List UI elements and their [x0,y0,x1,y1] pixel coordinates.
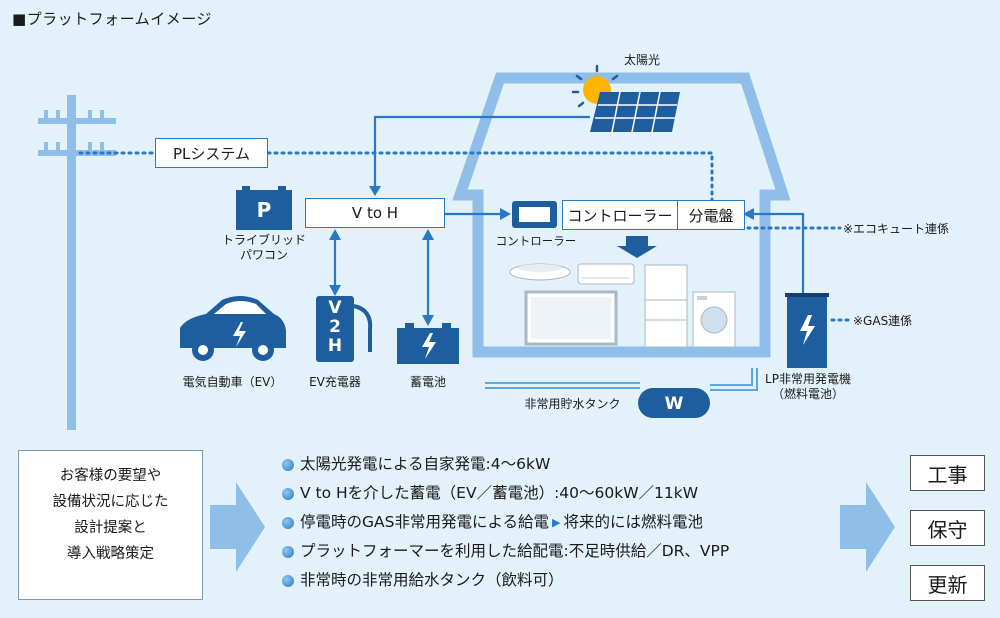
water-tank-label: 非常用貯水タンク [524,397,621,411]
water-tank-icon [638,388,710,418]
feature-item: 非常時の非常用給水タンク（飲料可） [282,566,729,595]
v2h-charger-text: V 2 H [327,298,343,356]
dotted-lines [78,151,852,322]
bullet-icon [282,487,294,500]
gas-note: ※GAS連係 [853,314,913,328]
utility-pole-icon [38,95,116,430]
electric-car-icon [180,296,286,361]
hybrid-power-conditioner-icon [236,186,292,230]
ev-charger-label: EV充電器 [309,375,361,389]
maintenance-box: 保守 [910,510,985,546]
solar-panel-icon [590,91,680,133]
ev-label: 電気自動車（EV） [182,375,283,389]
feature-list: 太陽光発電による自家発電:4～6kW V to Hを介した蓄電（EV／蓄電池）:… [282,450,729,595]
v2h-charger-icon [316,296,373,362]
appliances-icon [509,263,736,348]
consulting-box: お客様の要望や 設備状況に応じた 設計提案と 導入戦略策定 [18,450,203,600]
feature-item: プラットフォーマーを利用した給配電:不足時供給／DR、VPP [282,537,729,566]
bullet-icon [282,574,294,587]
bullet-icon [282,516,294,529]
water-pipes [485,368,758,391]
house-outline [452,72,791,358]
battery-icon [397,323,459,364]
bullet-icon [282,458,294,471]
feature-item: 停電時のGAS非常用発電による給電▶将来的には燃料電池 [282,508,729,537]
v-to-h-box: V to H [305,198,445,228]
triangle-arrow-icon: ▶ [552,516,561,529]
lp-generator-label: LP非常用発電機 （燃料電池） [765,372,851,401]
eco-cute-note: ※エコキュート連係 [843,222,950,236]
bullet-icon [282,545,294,558]
hybrid-pc-label: トライブリッド パワコン [221,233,306,262]
distribution-board-box: 分電盤 [677,200,745,230]
feature-item: V to Hを介した蓄電（EV／蓄電池）:40～60kW／11kW [282,479,729,508]
feature-text: 太陽光発電による自家発電:4～6kW [300,455,551,473]
controller-monitor-icon [512,201,557,228]
connector-arrows [333,115,805,320]
feature-text: V to Hを介した蓄電（EV／蓄電池）:40～60kW／11kW [300,484,699,502]
controller-monitor-label: コントローラー [495,234,577,248]
controller-box: コントローラー [562,200,678,230]
flow-arrows [210,482,895,572]
consulting-text: お客様の要望や 設備状況に応じた 設計提案と 導入戦略策定 [52,468,169,562]
feature-text-future: 将来的には燃料電池 [563,513,703,531]
solar-label: 太陽光 [623,53,660,67]
battery-label: 蓄電池 [409,375,446,389]
feature-item: 太陽光発電による自家発電:4～6kW [282,450,729,479]
down-arrow-icon [617,236,657,258]
arrow-heads [329,186,754,326]
page-heading: ■プラットフォームイメージ [12,10,212,28]
lp-generator-icon [785,293,829,368]
feature-text: 停電時のGAS非常用発電による給電 [300,513,549,531]
water-tank-w-label: W [664,394,684,414]
feature-text: 非常時の非常用給水タンク（飲料可） [300,571,564,589]
pl-system-box: PLシステム [155,138,268,168]
feature-text: プラットフォーマーを利用した給配電:不足時供給／DR、VPP [300,542,730,560]
renewal-box: 更新 [910,565,985,601]
construction-box: 工事 [910,455,985,491]
parking-p-label: P [256,198,272,222]
